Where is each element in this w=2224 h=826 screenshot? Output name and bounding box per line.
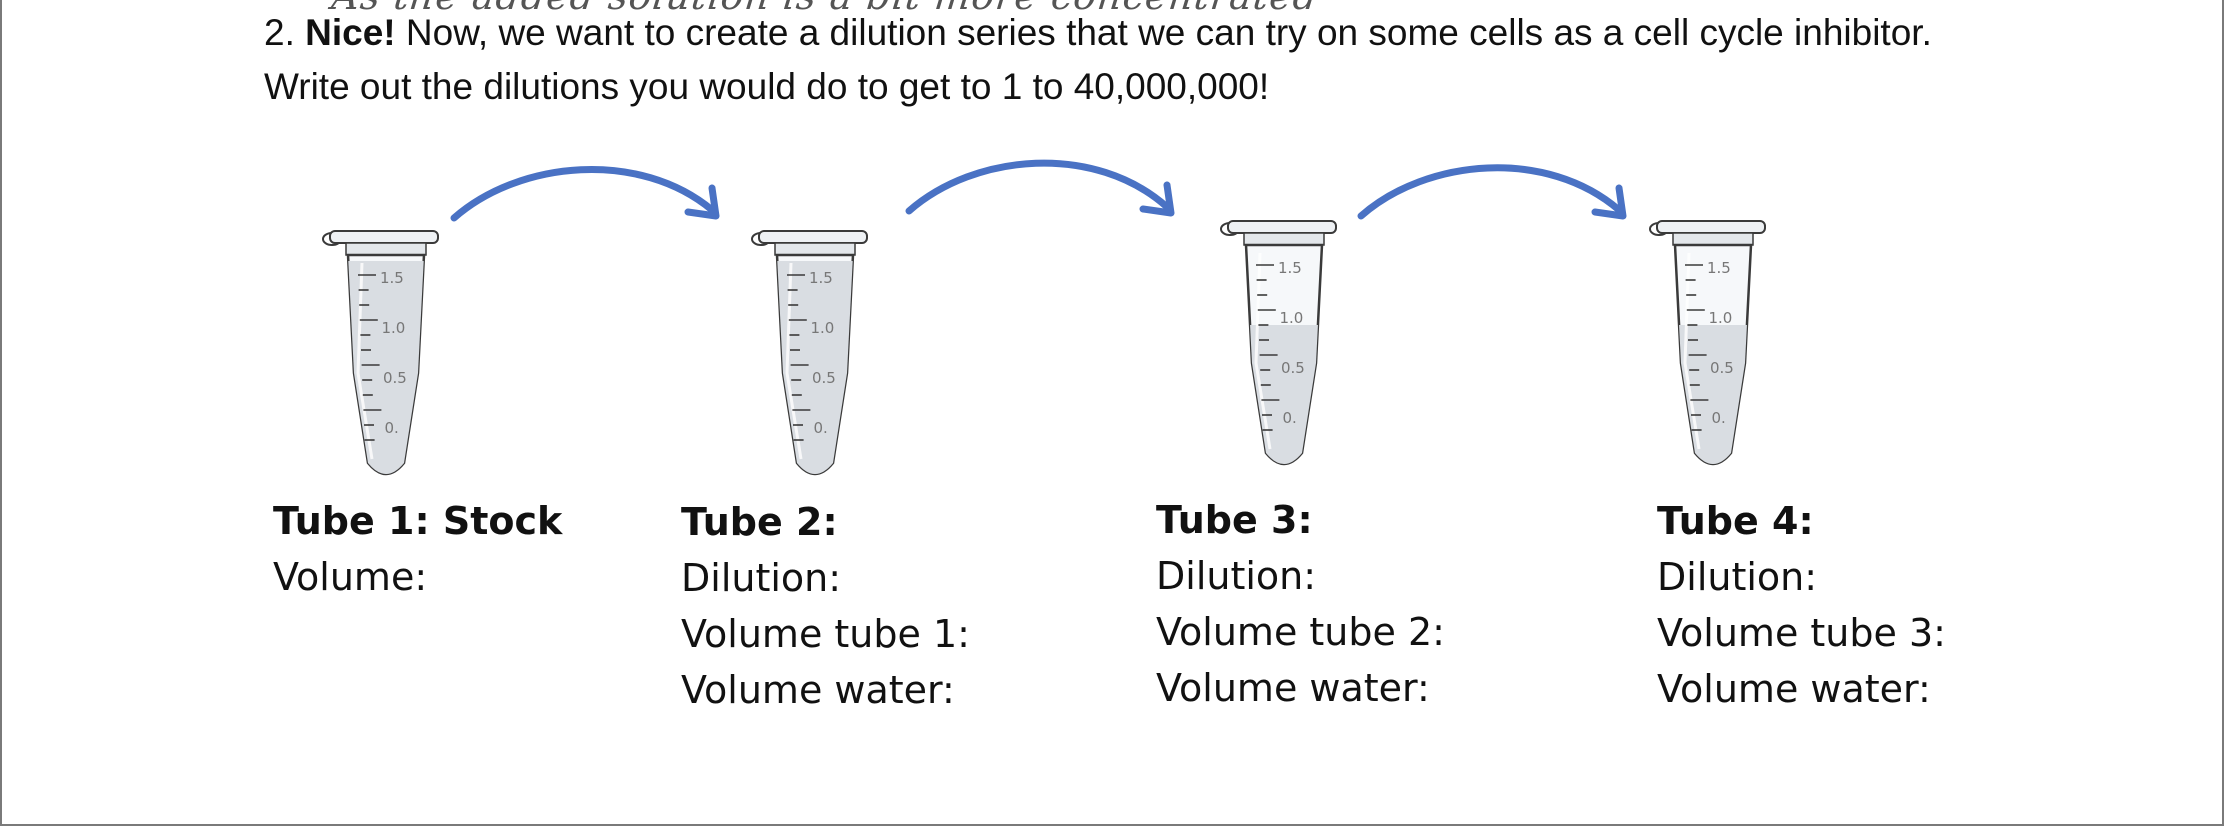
tube-graduation-label: 1.0 (382, 319, 406, 337)
tube-graduation-label: 0. (1283, 409, 1297, 427)
microcentrifuge-tube-icon: 1.5 1.0 0.5 0. (322, 230, 439, 476)
tube-3-volume-water-label: Volume water: (1156, 666, 1430, 710)
tube-3-dilution-label: Dilution: (1156, 554, 1317, 598)
tube-graduation-label: 0. (814, 419, 828, 437)
tube-4-label-block: Tube 4: Dilution: Volume tube 3: Volume … (1657, 493, 1946, 717)
tube-graduation-label: 0.5 (812, 369, 836, 387)
tube-1-volume-label: Volume: (273, 555, 428, 599)
curved-arrow-icon (905, 159, 1175, 217)
tube-2-volume-tube-label: Volume tube 1: (681, 612, 970, 656)
tube-2-volume-water-label: Volume water: (681, 668, 955, 712)
tube-2-title: Tube 2: (681, 500, 838, 544)
tube-graduation-label: 0. (385, 419, 399, 437)
tube-1-title: Tube 1: Stock (273, 499, 563, 543)
tube-4-volume-water-label: Volume water: (1657, 667, 1931, 711)
tube-4-dilution-label: Dilution: (1657, 555, 1818, 599)
question-text: Now, we want to create a dilution series… (264, 12, 1932, 107)
tube-graduation-label: 0.5 (1281, 359, 1305, 377)
question-number: 2. (264, 12, 295, 53)
microcentrifuge-tube-icon: 1.5 1.0 0.5 0. (1649, 220, 1766, 466)
tube-graduation-label: 1.0 (811, 319, 835, 337)
tube-graduation-label: 0.5 (1710, 359, 1734, 377)
tube-1-label-block: Tube 1: Stock Volume: (273, 493, 562, 605)
tube-graduation-label: 1.5 (1707, 259, 1731, 277)
microcentrifuge-tube-icon: 1.5 1.0 0.5 0. (1220, 220, 1337, 466)
tube-2-dilution-label: Dilution: (681, 556, 842, 600)
tube-3-label-block: Tube 3: Dilution: Volume tube 2: Volume … (1156, 492, 1445, 716)
tube-graduation-label: 1.0 (1280, 309, 1304, 327)
question-emphasis: Nice! (305, 12, 396, 53)
tube-graduation-label: 1.0 (1709, 309, 1733, 327)
tube-4-volume-tube-label: Volume tube 3: (1657, 611, 1946, 655)
tube-graduation-label: 0.5 (383, 369, 407, 387)
tube-3-volume-tube-label: Volume tube 2: (1156, 610, 1445, 654)
tube-graduation-label: 1.5 (809, 269, 833, 287)
tube-graduation-label: 0. (1712, 409, 1726, 427)
curved-arrow-icon (450, 166, 720, 222)
tube-4-title: Tube 4: (1657, 499, 1814, 543)
question-2: 2. Nice! Now, we want to create a diluti… (264, 6, 1984, 114)
tube-graduation-label: 1.5 (380, 269, 404, 287)
tube-2-label-block: Tube 2: Dilution: Volume tube 1: Volume … (681, 494, 970, 718)
tube-graduation-label: 1.5 (1278, 259, 1302, 277)
microcentrifuge-tube-icon: 1.5 1.0 0.5 0. (751, 230, 868, 476)
curved-arrow-icon (1357, 164, 1627, 220)
tube-3-title: Tube 3: (1156, 498, 1313, 542)
